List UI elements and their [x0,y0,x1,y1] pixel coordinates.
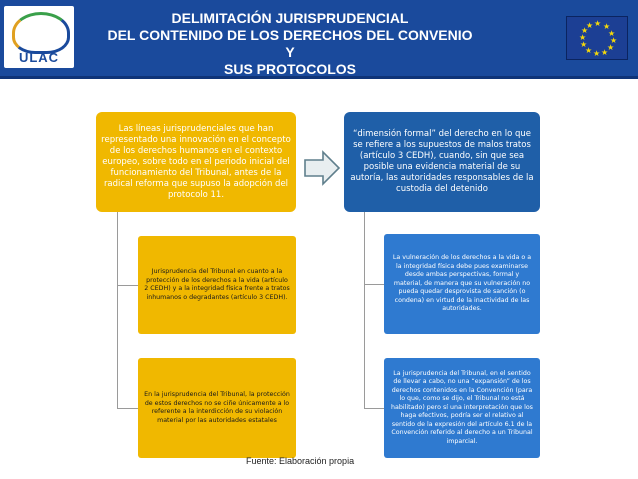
left-bottom-text: En la jurisprudencia del Tribunal, la pr… [144,391,290,424]
title-line-3: Y [285,44,295,60]
left-top-text: Las líneas jurisprudenciales que han rep… [101,123,291,200]
eu-flag-icon: ★ ★ ★ ★ ★ ★ ★ ★ ★ ★ ★ ★ [566,16,628,60]
page-title: DELIMITACIÓN JURISPRUDENCIAL DEL CONTENI… [80,10,500,78]
ulac-logo: ULAC [4,6,74,68]
left-middle-text: Jurisprudencia del Tribunal en cuanto a … [144,268,290,301]
left-top-box: Las líneas jurisprudenciales que han rep… [96,112,296,212]
right-top-text: “dimensión formal” del derecho en lo que… [350,129,534,194]
right-connector-2 [364,408,384,409]
right-middle-box: La vulneración de los derechos a la vida… [384,234,540,334]
right-bottom-text: La jurisprudencia del Tribunal, en el se… [391,369,533,445]
right-top-box: “dimensión formal” del derecho en lo que… [344,112,540,212]
right-connector-1 [364,284,384,285]
right-arrow-icon [304,150,341,186]
source-caption: Fuente: Elaboración propia [246,456,355,466]
left-connector-1 [117,285,138,286]
title-line-4: SUS PROTOCOLOS [224,61,356,77]
logo-swoosh-icon [12,12,70,54]
title-line-1: DELIMITACIÓN JURISPRUDENCIAL [171,10,409,26]
right-connector-vertical [364,212,365,408]
left-bottom-box: En la jurisprudencia del Tribunal, la pr… [138,358,296,458]
left-middle-box: Jurisprudencia del Tribunal en cuanto a … [138,236,296,334]
right-bottom-box: La jurisprudencia del Tribunal, en el se… [384,358,540,458]
title-line-2: DEL CONTENIDO DE LOS DERECHOS DEL CONVEN… [107,27,473,43]
logo-text: ULAC [18,50,60,65]
left-connector-2 [117,408,138,409]
right-middle-text: La vulneración de los derechos a la vida… [392,254,532,313]
left-connector-vertical [117,212,118,408]
header-banner: ULAC DELIMITACIÓN JURISPRUDENCIAL DEL CO… [0,0,638,79]
